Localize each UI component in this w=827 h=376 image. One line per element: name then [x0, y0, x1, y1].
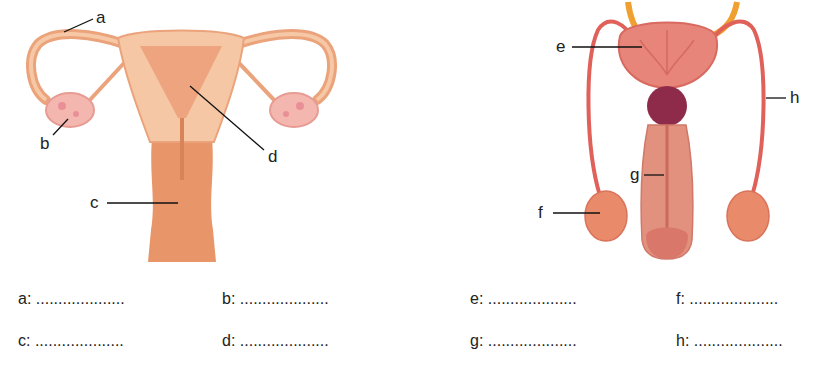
leader-line [572, 46, 642, 47]
testis [727, 191, 769, 241]
ovarian-ligament [88, 62, 125, 102]
leader-line [553, 212, 600, 213]
leader-line [107, 202, 178, 203]
penis [641, 125, 693, 259]
fallopian-tube-inner [238, 34, 332, 100]
fallopian-tube [238, 34, 332, 100]
male-system [553, 2, 786, 259]
leader-line [53, 119, 68, 135]
answer-blank: e: .................... [470, 290, 577, 308]
fallopian-tube [31, 34, 124, 100]
leader-line [64, 19, 93, 32]
part-letter: d [268, 148, 277, 167]
part-letter: h [790, 89, 799, 108]
answer-blank: c: .................... [18, 332, 124, 350]
answer-blank: f: .................... [676, 290, 778, 308]
part-letter: f [538, 204, 543, 223]
follicle [58, 102, 66, 110]
glans [646, 228, 688, 260]
uterine-cavity [140, 46, 222, 118]
testis [585, 191, 627, 241]
ovary [46, 93, 94, 127]
answer-blank: g: .................... [470, 332, 577, 350]
part-letter: c [90, 194, 99, 213]
cervical-canal [180, 118, 184, 180]
bladder [619, 23, 717, 89]
bladder-folds [640, 30, 694, 75]
prostate [647, 86, 687, 126]
leader-line [766, 97, 786, 98]
leader-line [190, 86, 264, 150]
part-letter: b [40, 135, 49, 154]
part-letter: g [630, 166, 639, 185]
female-system [31, 19, 332, 262]
part-letter: e [556, 38, 565, 57]
answer-blank: h: .................... [676, 332, 783, 350]
ovarian-ligament [238, 62, 276, 102]
answer-blank: b: .................... [222, 290, 329, 308]
follicle [283, 111, 289, 117]
fallopian-tube-inner [31, 34, 124, 100]
ovary [270, 93, 318, 127]
follicle [296, 102, 304, 110]
follicle [73, 111, 79, 117]
part-letter: a [96, 9, 105, 28]
answer-blank: d: .................... [222, 332, 329, 350]
answer-blank: a: .................... [18, 290, 125, 308]
leader-line [644, 174, 664, 175]
ureter [712, 2, 737, 36]
